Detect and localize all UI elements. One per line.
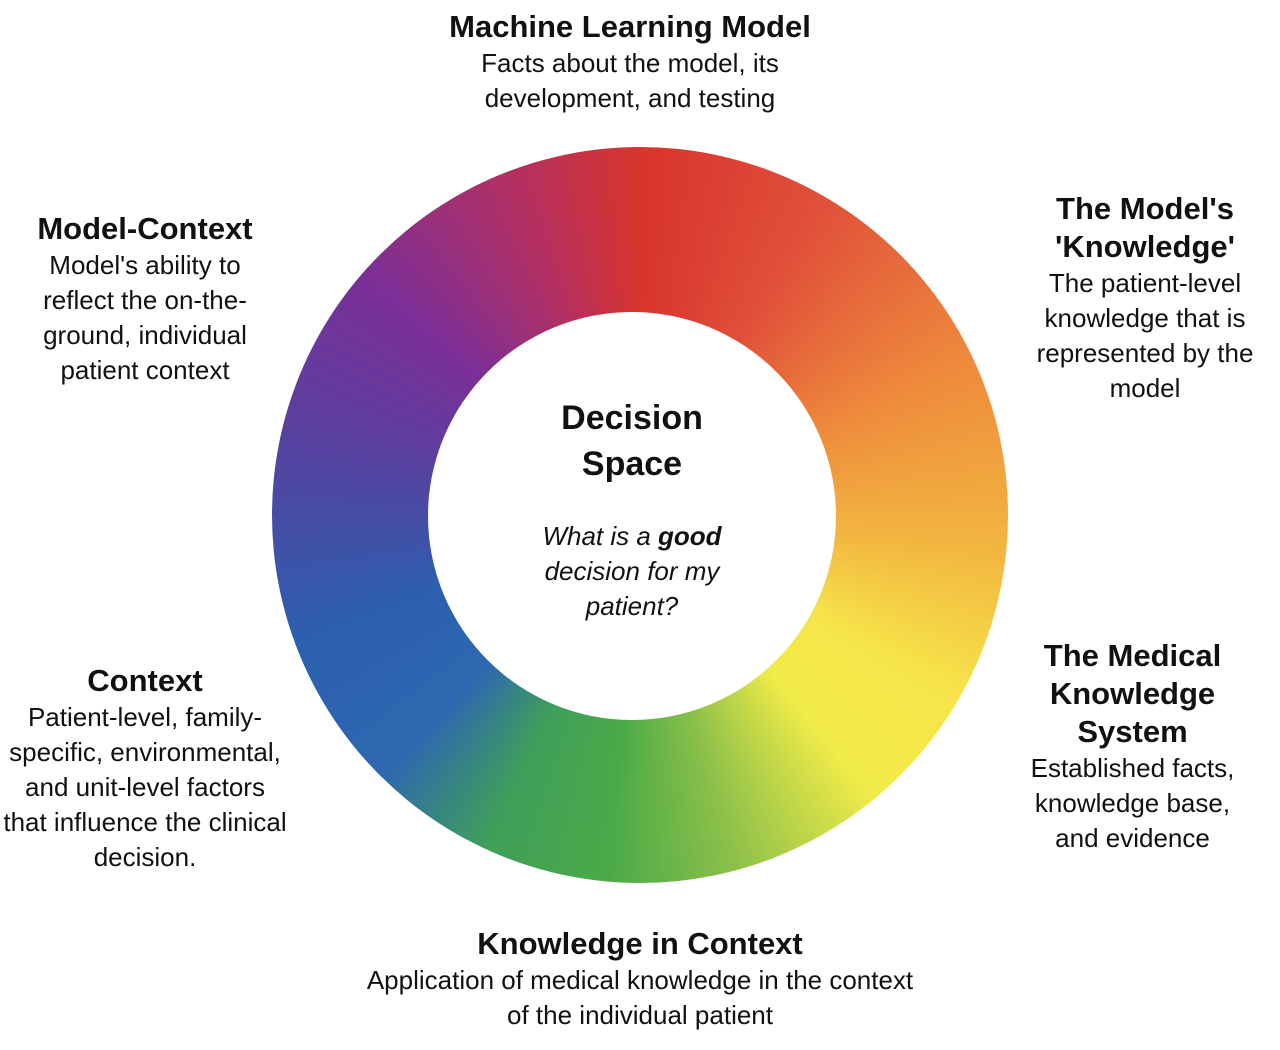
segment-machine-learning-model: Machine Learning Model Facts about the m… [400,8,860,116]
segment-knowledge-in-context: Knowledge in Context Application of medi… [355,925,925,1033]
segment-title: Machine Learning Model [449,9,811,44]
segment-desc: The patient-level knowledge that is repr… [1036,268,1254,403]
segment-desc: Patient-level, family-specific, environm… [3,702,287,872]
segment-model-context: Model-Context Model's ability to reflect… [15,210,275,388]
question-post: decision for my patient? [544,556,720,621]
segment-desc: Model's ability to reflect the on-the-gr… [43,250,247,385]
segment-desc: Facts about the model, its development, … [481,48,779,113]
segment-title: Context [87,663,203,698]
segment-title: The Medical Knowledge System [1043,638,1222,749]
segment-medical-knowledge-system: The Medical Knowledge System Established… [1005,637,1260,856]
decision-space-circle [428,312,836,720]
segment-title: The Model's 'Knowledge' [1054,191,1236,264]
segment-title: Knowledge in Context [477,926,803,961]
segment-context: Context Patient-level, family-specific, … [0,662,290,875]
question-bold: good [658,521,722,551]
center-title-1: Decision [561,399,703,437]
segment-title: Model-Context [37,211,253,246]
question-pre: What is a [542,521,659,551]
decision-space: Decision Space What is a good decision f… [500,395,764,624]
segment-desc: Application of medical knowledge in the … [366,965,914,1030]
center-title-2: Space [581,445,683,483]
center-question: What is a good decision for my patient? [500,519,764,624]
segment-models-knowledge: The Model's 'Knowledge' The patient-leve… [1015,190,1275,406]
segment-desc: Established facts, knowledge base, and e… [1030,753,1235,853]
